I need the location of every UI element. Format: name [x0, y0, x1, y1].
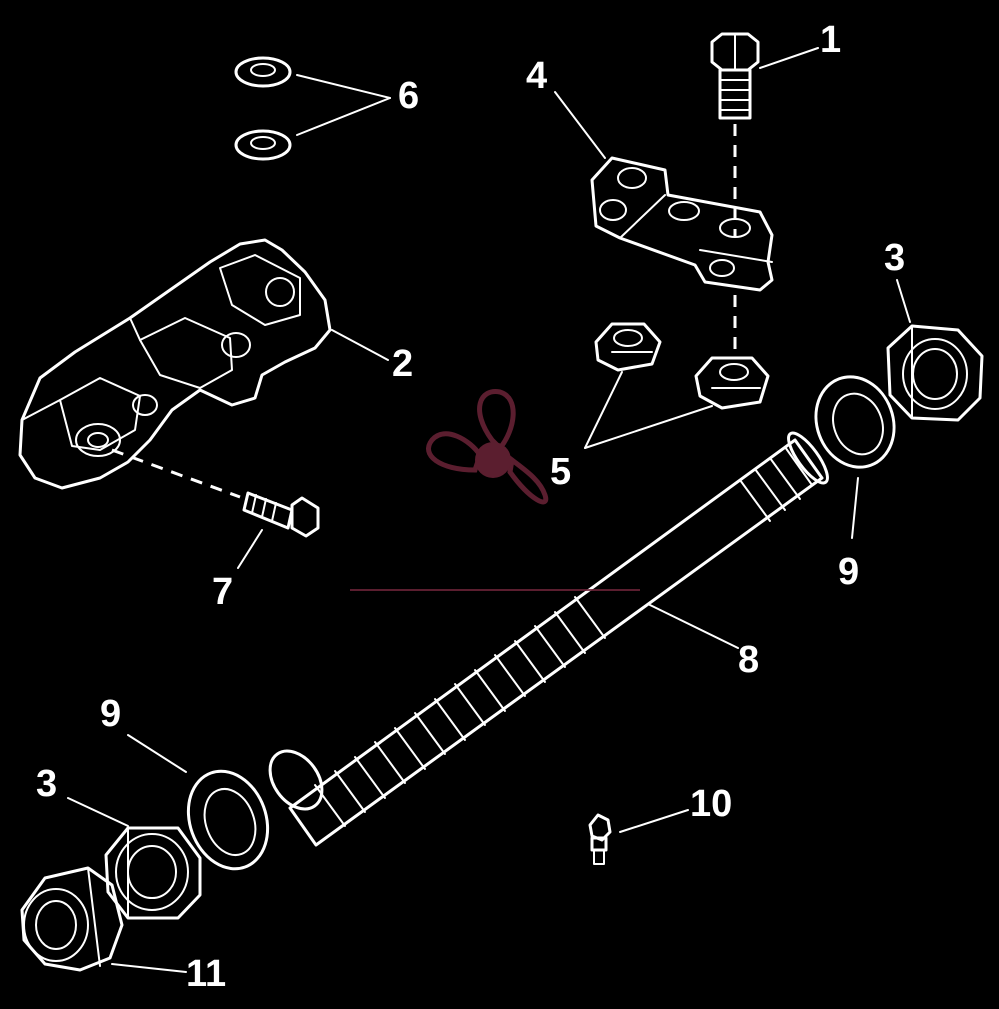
- washer-9-left: [186, 769, 270, 871]
- leader-1: [759, 47, 819, 69]
- hex-nut-3-right: [886, 324, 984, 422]
- callout-9-left: 9: [100, 693, 121, 735]
- cap-nut-11: [20, 866, 124, 972]
- screw-7: [242, 491, 320, 538]
- callout-6: 6: [398, 75, 419, 117]
- callout-7: 7: [212, 571, 233, 613]
- leader-6-bottom: [296, 97, 391, 136]
- hex-nut-5-left: [594, 322, 662, 372]
- propeller-logo-icon: [350, 389, 640, 591]
- callout-3-left: 3: [36, 763, 57, 805]
- callout-4: 4: [526, 55, 547, 97]
- bolt-1: [710, 32, 760, 120]
- leader-10: [619, 809, 689, 833]
- leader-9-left: [127, 734, 187, 773]
- callout-5: 5: [550, 451, 571, 493]
- callout-11: 11: [186, 953, 226, 995]
- leader-2: [331, 329, 389, 361]
- leader-4: [554, 91, 606, 159]
- callout-3-right: 3: [884, 237, 905, 279]
- callout-8: 8: [738, 639, 759, 681]
- callout-2: 2: [392, 343, 413, 385]
- clamp-bracket-4: [590, 156, 774, 292]
- leader-7: [237, 529, 263, 569]
- hex-nut-3-left: [104, 826, 202, 920]
- leader-11: [111, 963, 187, 973]
- threaded-shaft-8: [268, 431, 829, 847]
- hex-nut-5-right: [694, 356, 770, 410]
- grease-fitting-10: [588, 813, 612, 865]
- callout-9-right: 9: [838, 551, 859, 593]
- leader-9-right: [851, 477, 859, 539]
- leader-3-right: [896, 279, 911, 323]
- dash-2-to-7: [111, 448, 241, 499]
- leader-6-top: [296, 74, 391, 99]
- washer-9-right: [814, 375, 896, 469]
- leader-8: [649, 604, 739, 649]
- housing-2: [18, 238, 332, 490]
- washer-6-top: [234, 56, 292, 88]
- leader-5-right: [584, 405, 713, 449]
- washer-6-bottom: [234, 129, 292, 161]
- leader-3-left: [67, 797, 129, 827]
- leader-5-left: [584, 371, 623, 449]
- callout-10: 10: [690, 783, 732, 825]
- callout-1: 1: [820, 19, 841, 61]
